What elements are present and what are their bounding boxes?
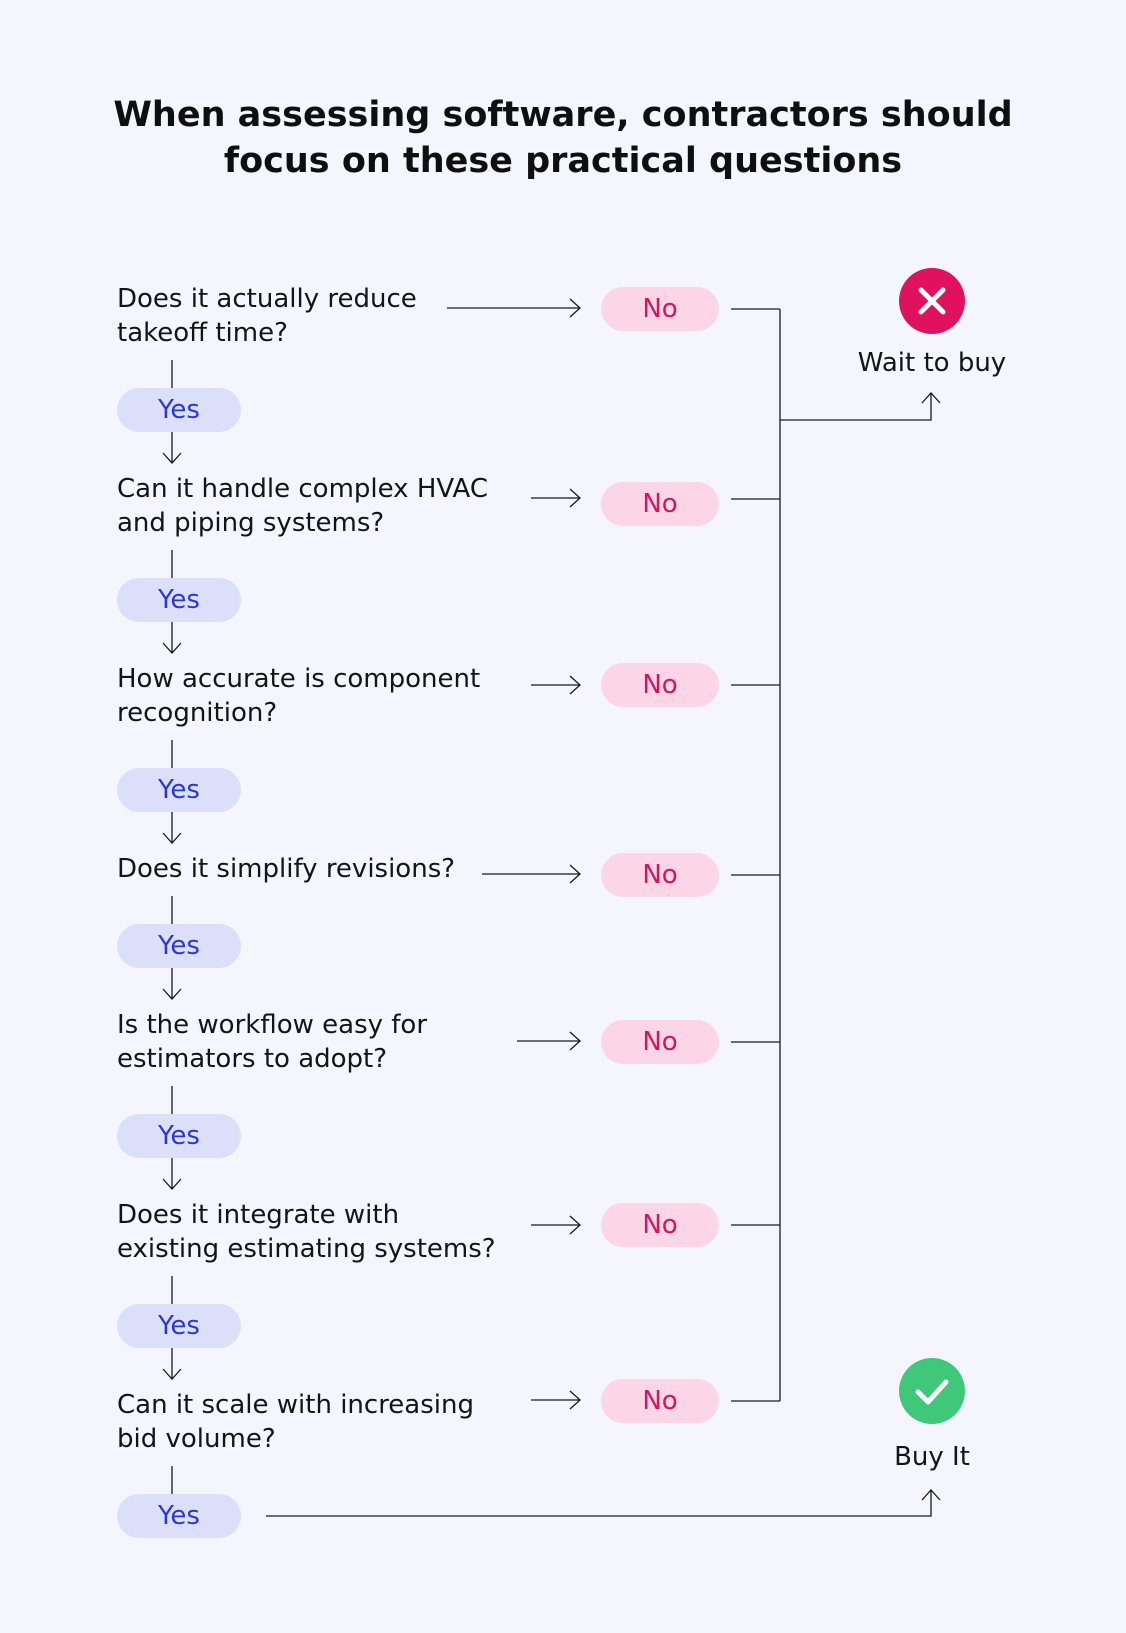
- page-title: When assessing software, contractors sho…: [0, 92, 1126, 184]
- no-arrow-2-head: [569, 488, 581, 508]
- no-pill-1: No: [601, 287, 719, 331]
- buy-connector: [266, 1490, 932, 1517]
- no-arrow-7-head: [569, 1390, 581, 1410]
- no-pill-6: No: [601, 1203, 719, 1247]
- question-5-line-1: Is the workflow easy for: [117, 1010, 428, 1040]
- question-4: Does it simplify revisions?: [117, 852, 455, 886]
- check-circle-icon: [899, 1358, 965, 1424]
- no-pill-5: No: [601, 1020, 719, 1064]
- no-arrow-5-head: [569, 1031, 581, 1051]
- yes-arrow-2-head: [162, 642, 182, 654]
- question-7: Can it scale with increasing bid volume?: [117, 1388, 474, 1456]
- yes-pill-7: Yes: [117, 1494, 241, 1538]
- wait-arrow-head: [921, 392, 941, 404]
- question-1-line-1: Does it actually reduce: [117, 284, 417, 314]
- question-6: Does it integrate with existing estimati…: [117, 1198, 496, 1266]
- no-pill-7: No: [601, 1379, 719, 1423]
- no-arrow-6-head: [569, 1215, 581, 1235]
- buy-arrow-head: [921, 1489, 941, 1501]
- yes-pill-2: Yes: [117, 578, 241, 622]
- buy-it-label: Buy It: [894, 1442, 970, 1472]
- question-7-line-1: Can it scale with increasing: [117, 1390, 474, 1420]
- yes-arrow-4-head: [162, 988, 182, 1000]
- yes-arrow-1-head: [162, 452, 182, 464]
- question-2-line-1: Can it handle complex HVAC: [117, 474, 488, 504]
- question-7-line-2: bid volume?: [117, 1424, 276, 1454]
- yes-pill-6: Yes: [117, 1304, 241, 1348]
- question-3-line-1: How accurate is component: [117, 664, 481, 694]
- question-4-line-1: Does it simplify revisions?: [117, 854, 456, 884]
- wait-to-buy-label: Wait to buy: [857, 348, 1007, 378]
- question-5: Is the workflow easy for estimators to a…: [117, 1008, 427, 1076]
- yes-pill-3: Yes: [117, 768, 241, 812]
- question-2-line-2: and piping systems?: [117, 508, 385, 538]
- yes-pill-4: Yes: [117, 924, 241, 968]
- question-1-line-2: takeoff time?: [117, 318, 288, 348]
- question-6-line-1: Does it integrate with: [117, 1200, 400, 1230]
- question-1: Does it actually reduce takeoff time?: [117, 282, 417, 350]
- no-pill-2: No: [601, 482, 719, 526]
- wait-connector: [780, 393, 932, 421]
- question-2: Can it handle complex HVAC and piping sy…: [117, 472, 488, 540]
- yes-pill-1: Yes: [117, 388, 241, 432]
- question-5-line-2: estimators to adopt?: [117, 1044, 388, 1074]
- question-3: How accurate is component recognition?: [117, 662, 480, 730]
- no-arrow-1-head: [569, 298, 581, 318]
- yes-pill-5: Yes: [117, 1114, 241, 1158]
- title-line-2: focus on these practical questions: [223, 141, 903, 181]
- x-circle-icon: [899, 268, 965, 334]
- no-arrow-3-head: [569, 675, 581, 695]
- yes-arrow-3-head: [162, 832, 182, 844]
- question-6-line-2: existing estimating systems?: [117, 1234, 496, 1264]
- yes-arrow-5-head: [162, 1178, 182, 1190]
- no-arrow-4-head: [569, 864, 581, 884]
- yes-arrow-6-head: [162, 1368, 182, 1380]
- question-3-line-2: recognition?: [117, 698, 278, 728]
- no-pill-3: No: [601, 663, 719, 707]
- no-pill-4: No: [601, 853, 719, 897]
- title-line-1: When assessing software, contractors sho…: [113, 95, 1013, 135]
